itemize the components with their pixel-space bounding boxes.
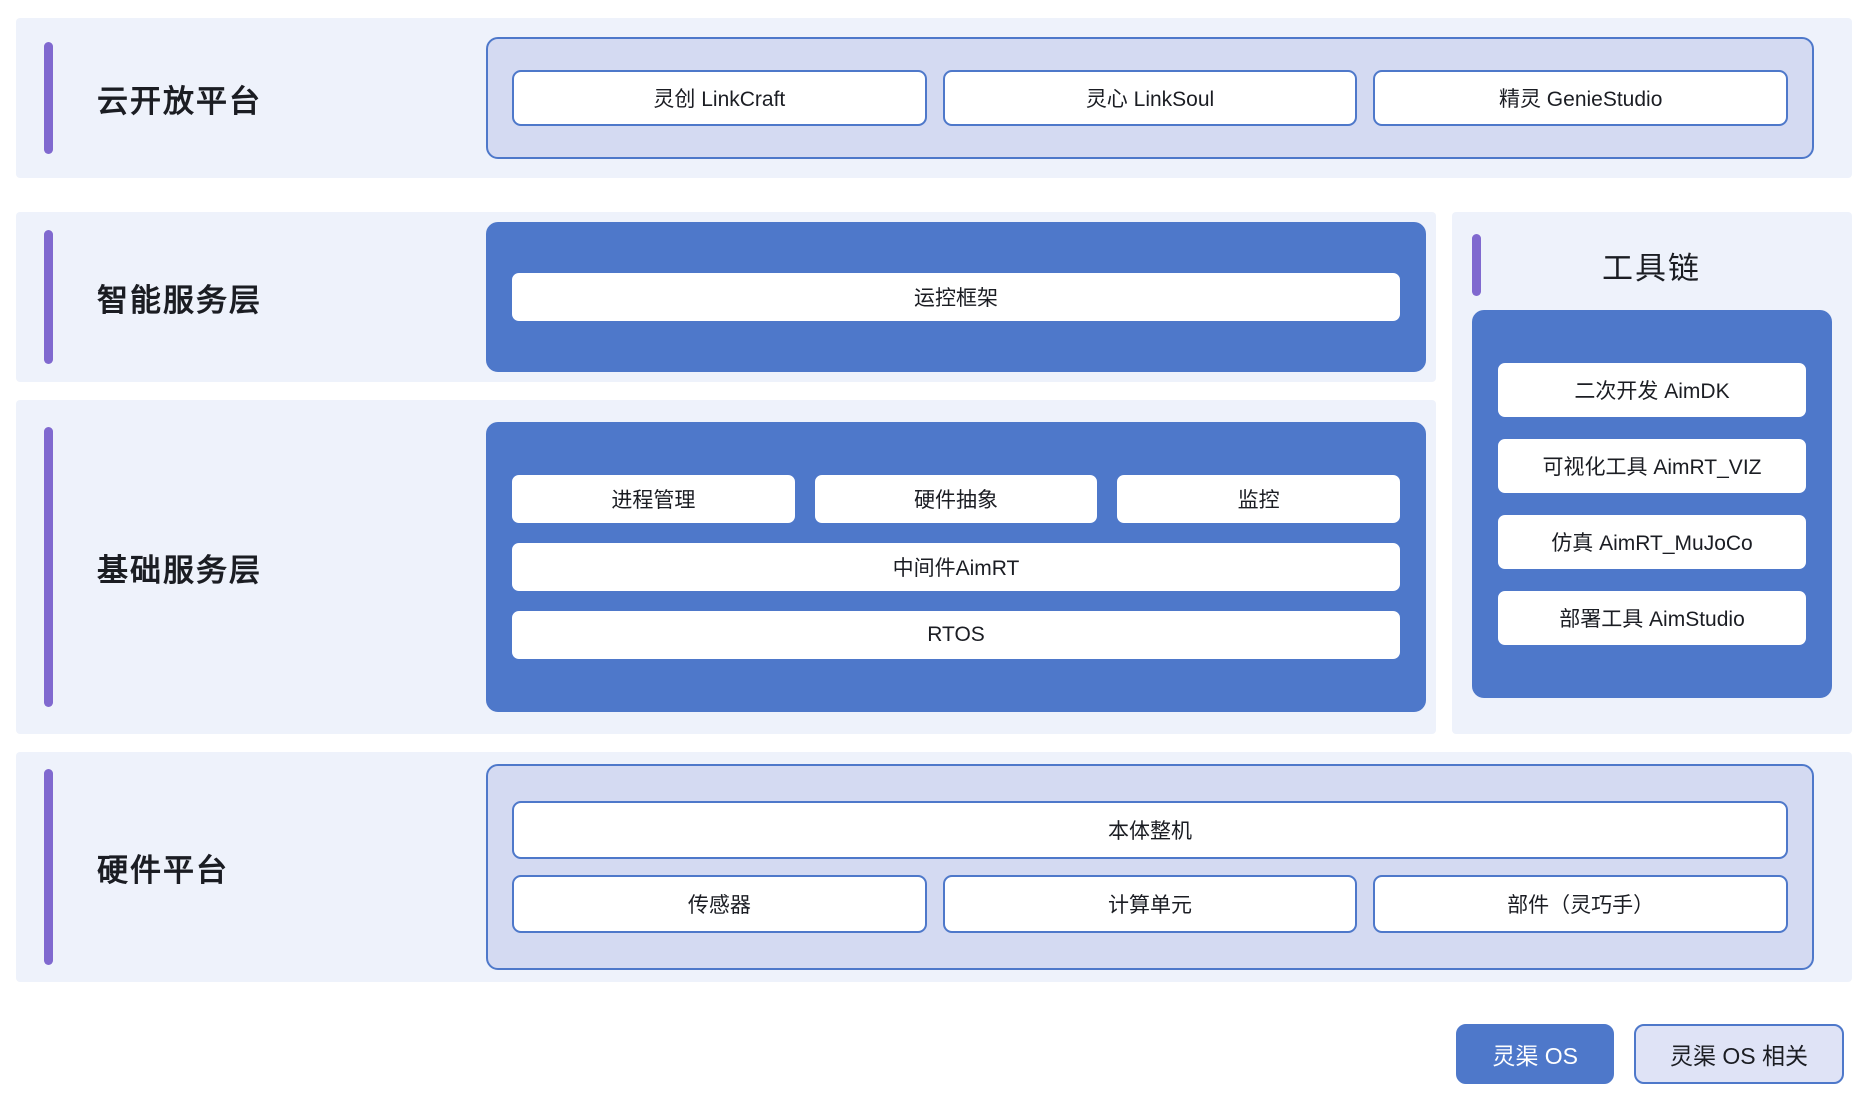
row-intelligent-service-layer: 智能服务层 运控框架 bbox=[16, 212, 1436, 382]
chip-aimrt-mujoco[interactable]: 仿真 AimRT_MuJoCo bbox=[1496, 513, 1808, 571]
row-intelligent-title: 智能服务层 bbox=[97, 282, 262, 318]
chip-hardware-abstraction[interactable]: 硬件抽象 bbox=[812, 473, 1100, 525]
chip-aimdk[interactable]: 二次开发 AimDK bbox=[1496, 361, 1808, 419]
row-hardware-title: 硬件平台 bbox=[97, 852, 229, 888]
basic-service-panel: 进程管理 硬件抽象 监控 中间件AimRT RTOS bbox=[486, 422, 1426, 712]
accent-bar-icon bbox=[1472, 234, 1481, 296]
row-cloud-header: 云开放平台 bbox=[16, 42, 486, 154]
legend-item-lingqu-os-related: 灵渠 OS 相关 bbox=[1633, 1024, 1844, 1084]
chip-whole-machine[interactable]: 本体整机 bbox=[512, 801, 1788, 859]
row-hardware-header: 硬件平台 bbox=[16, 769, 486, 965]
basic-chip-row: 进程管理 硬件抽象 监控 bbox=[510, 473, 1403, 525]
chip-sensors[interactable]: 传感器 bbox=[512, 875, 927, 933]
toolchain-panel: 二次开发 AimDK 可视化工具 AimRT_VIZ 仿真 AimRT_MuJo… bbox=[1472, 310, 1832, 698]
row-basic-title: 基础服务层 bbox=[97, 552, 262, 588]
chip-middleware-aimrt[interactable]: 中间件AimRT bbox=[510, 541, 1402, 593]
chip-compute-unit[interactable]: 计算单元 bbox=[942, 875, 1358, 933]
toolchain-title: 工具链 bbox=[1602, 250, 1701, 286]
accent-bar-icon bbox=[44, 42, 53, 154]
accent-bar-icon bbox=[44, 769, 53, 965]
row-intelligent-header: 智能服务层 bbox=[16, 230, 486, 364]
row-hardware-platform: 硬件平台 本体整机 传感器 计算单元 部件（灵巧手） bbox=[16, 752, 1852, 982]
toolchain-section: 工具链 二次开发 AimDK 可视化工具 AimRT_VIZ 仿真 AimRT_… bbox=[1452, 212, 1852, 734]
row-basic-header: 基础服务层 bbox=[16, 427, 486, 707]
chip-motion-control-framework[interactable]: 运控框架 bbox=[510, 271, 1402, 323]
row-cloud-open-platform: 云开放平台 灵创 LinkCraft 灵心 LinkSoul 精灵 GenieS… bbox=[16, 18, 1852, 178]
chip-linkcraft[interactable]: 灵创 LinkCraft bbox=[512, 70, 927, 126]
accent-bar-icon bbox=[44, 230, 53, 364]
accent-bar-icon bbox=[44, 427, 53, 707]
chip-monitoring[interactable]: 监控 bbox=[1115, 473, 1403, 525]
row-cloud-title: 云开放平台 bbox=[97, 83, 262, 119]
chip-process-management[interactable]: 进程管理 bbox=[510, 473, 797, 525]
legend-item-lingqu-os: 灵渠 OS bbox=[1456, 1024, 1614, 1084]
chip-geniestudio[interactable]: 精灵 GenieStudio bbox=[1373, 70, 1789, 126]
chip-aimrt-viz[interactable]: 可视化工具 AimRT_VIZ bbox=[1496, 437, 1808, 495]
chip-rtos[interactable]: RTOS bbox=[510, 609, 1402, 661]
cloud-chip-row: 灵创 LinkCraft 灵心 LinkSoul 精灵 GenieStudio bbox=[512, 70, 1789, 126]
hardware-chip-row: 传感器 计算单元 部件（灵巧手） bbox=[512, 875, 1789, 933]
cloud-platform-panel: 灵创 LinkCraft 灵心 LinkSoul 精灵 GenieStudio bbox=[486, 37, 1814, 159]
chip-aimstudio[interactable]: 部署工具 AimStudio bbox=[1496, 589, 1808, 647]
intelligent-service-panel: 运控框架 bbox=[486, 222, 1426, 372]
chip-linksoul[interactable]: 灵心 LinkSoul bbox=[942, 70, 1358, 126]
hardware-platform-panel: 本体整机 传感器 计算单元 部件（灵巧手） bbox=[486, 764, 1814, 970]
chip-components-dexterous-hand[interactable]: 部件（灵巧手） bbox=[1373, 875, 1789, 933]
toolchain-header: 工具链 bbox=[1472, 230, 1832, 300]
row-basic-service-layer: 基础服务层 进程管理 硬件抽象 监控 中间件AimRT RTOS bbox=[16, 400, 1436, 734]
legend: 灵渠 OS 灵渠 OS 相关 bbox=[1456, 1024, 1844, 1084]
